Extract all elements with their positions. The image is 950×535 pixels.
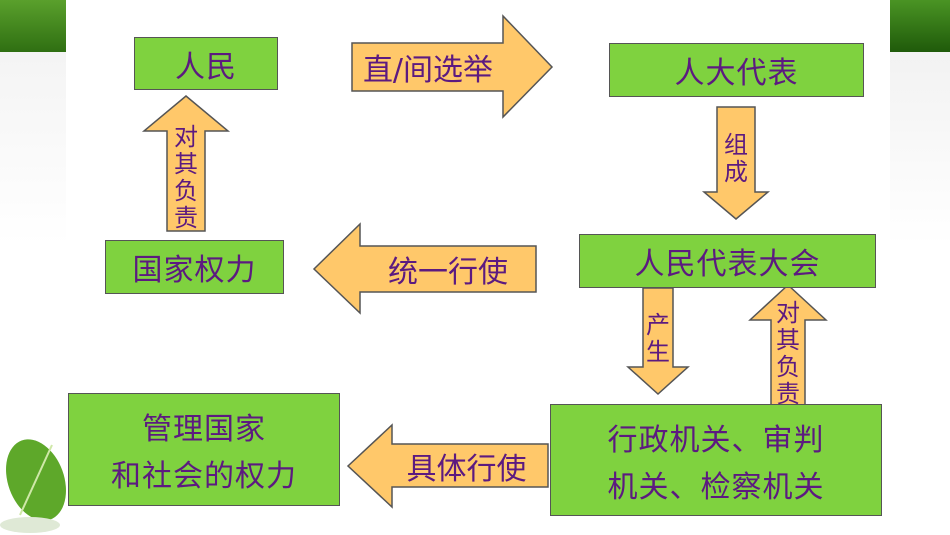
side-panel-right (890, 52, 950, 535)
arrow-compose (701, 106, 771, 220)
corner-band-left (0, 0, 66, 52)
node-state-power: 国家权力 (105, 240, 284, 294)
node-manage-power: 管理国家 和社会的权力 (68, 393, 340, 506)
node-congress: 人民代表大会 (579, 234, 876, 288)
node-manage-line2: 和社会的权力 (111, 459, 297, 495)
node-people: 人民 (134, 37, 278, 90)
label-responsible-people: 对其负责 (174, 123, 198, 232)
label-compose: 组成 (724, 131, 748, 186)
node-organs: 行政机关、审判 机关、检察机关 (550, 404, 882, 516)
label-specific-exercise: 具体行使 (406, 451, 527, 487)
label-elect: 直/间选举 (362, 53, 494, 88)
leaf-decoration-icon (0, 439, 66, 533)
arrow-unified-exercise (312, 222, 537, 315)
arrow-elect (351, 14, 554, 119)
node-organs-line2: 机关、检察机关 (607, 469, 825, 505)
node-organs-line1: 行政机关、审判 (607, 422, 825, 458)
arrow-responsible-organs (748, 283, 828, 413)
arrow-produce (626, 287, 690, 396)
label-unified-exercise: 统一行使 (388, 255, 508, 290)
arrow-specific-exercise (346, 423, 549, 509)
label-produce: 产生 (646, 311, 670, 366)
node-deputies: 人大代表 (609, 43, 864, 97)
corner-band-right (890, 0, 950, 52)
label-responsible-organs: 对其负责 (776, 299, 800, 408)
arrow-responsible-people (141, 95, 231, 232)
node-manage-line1: 管理国家 (142, 411, 266, 447)
